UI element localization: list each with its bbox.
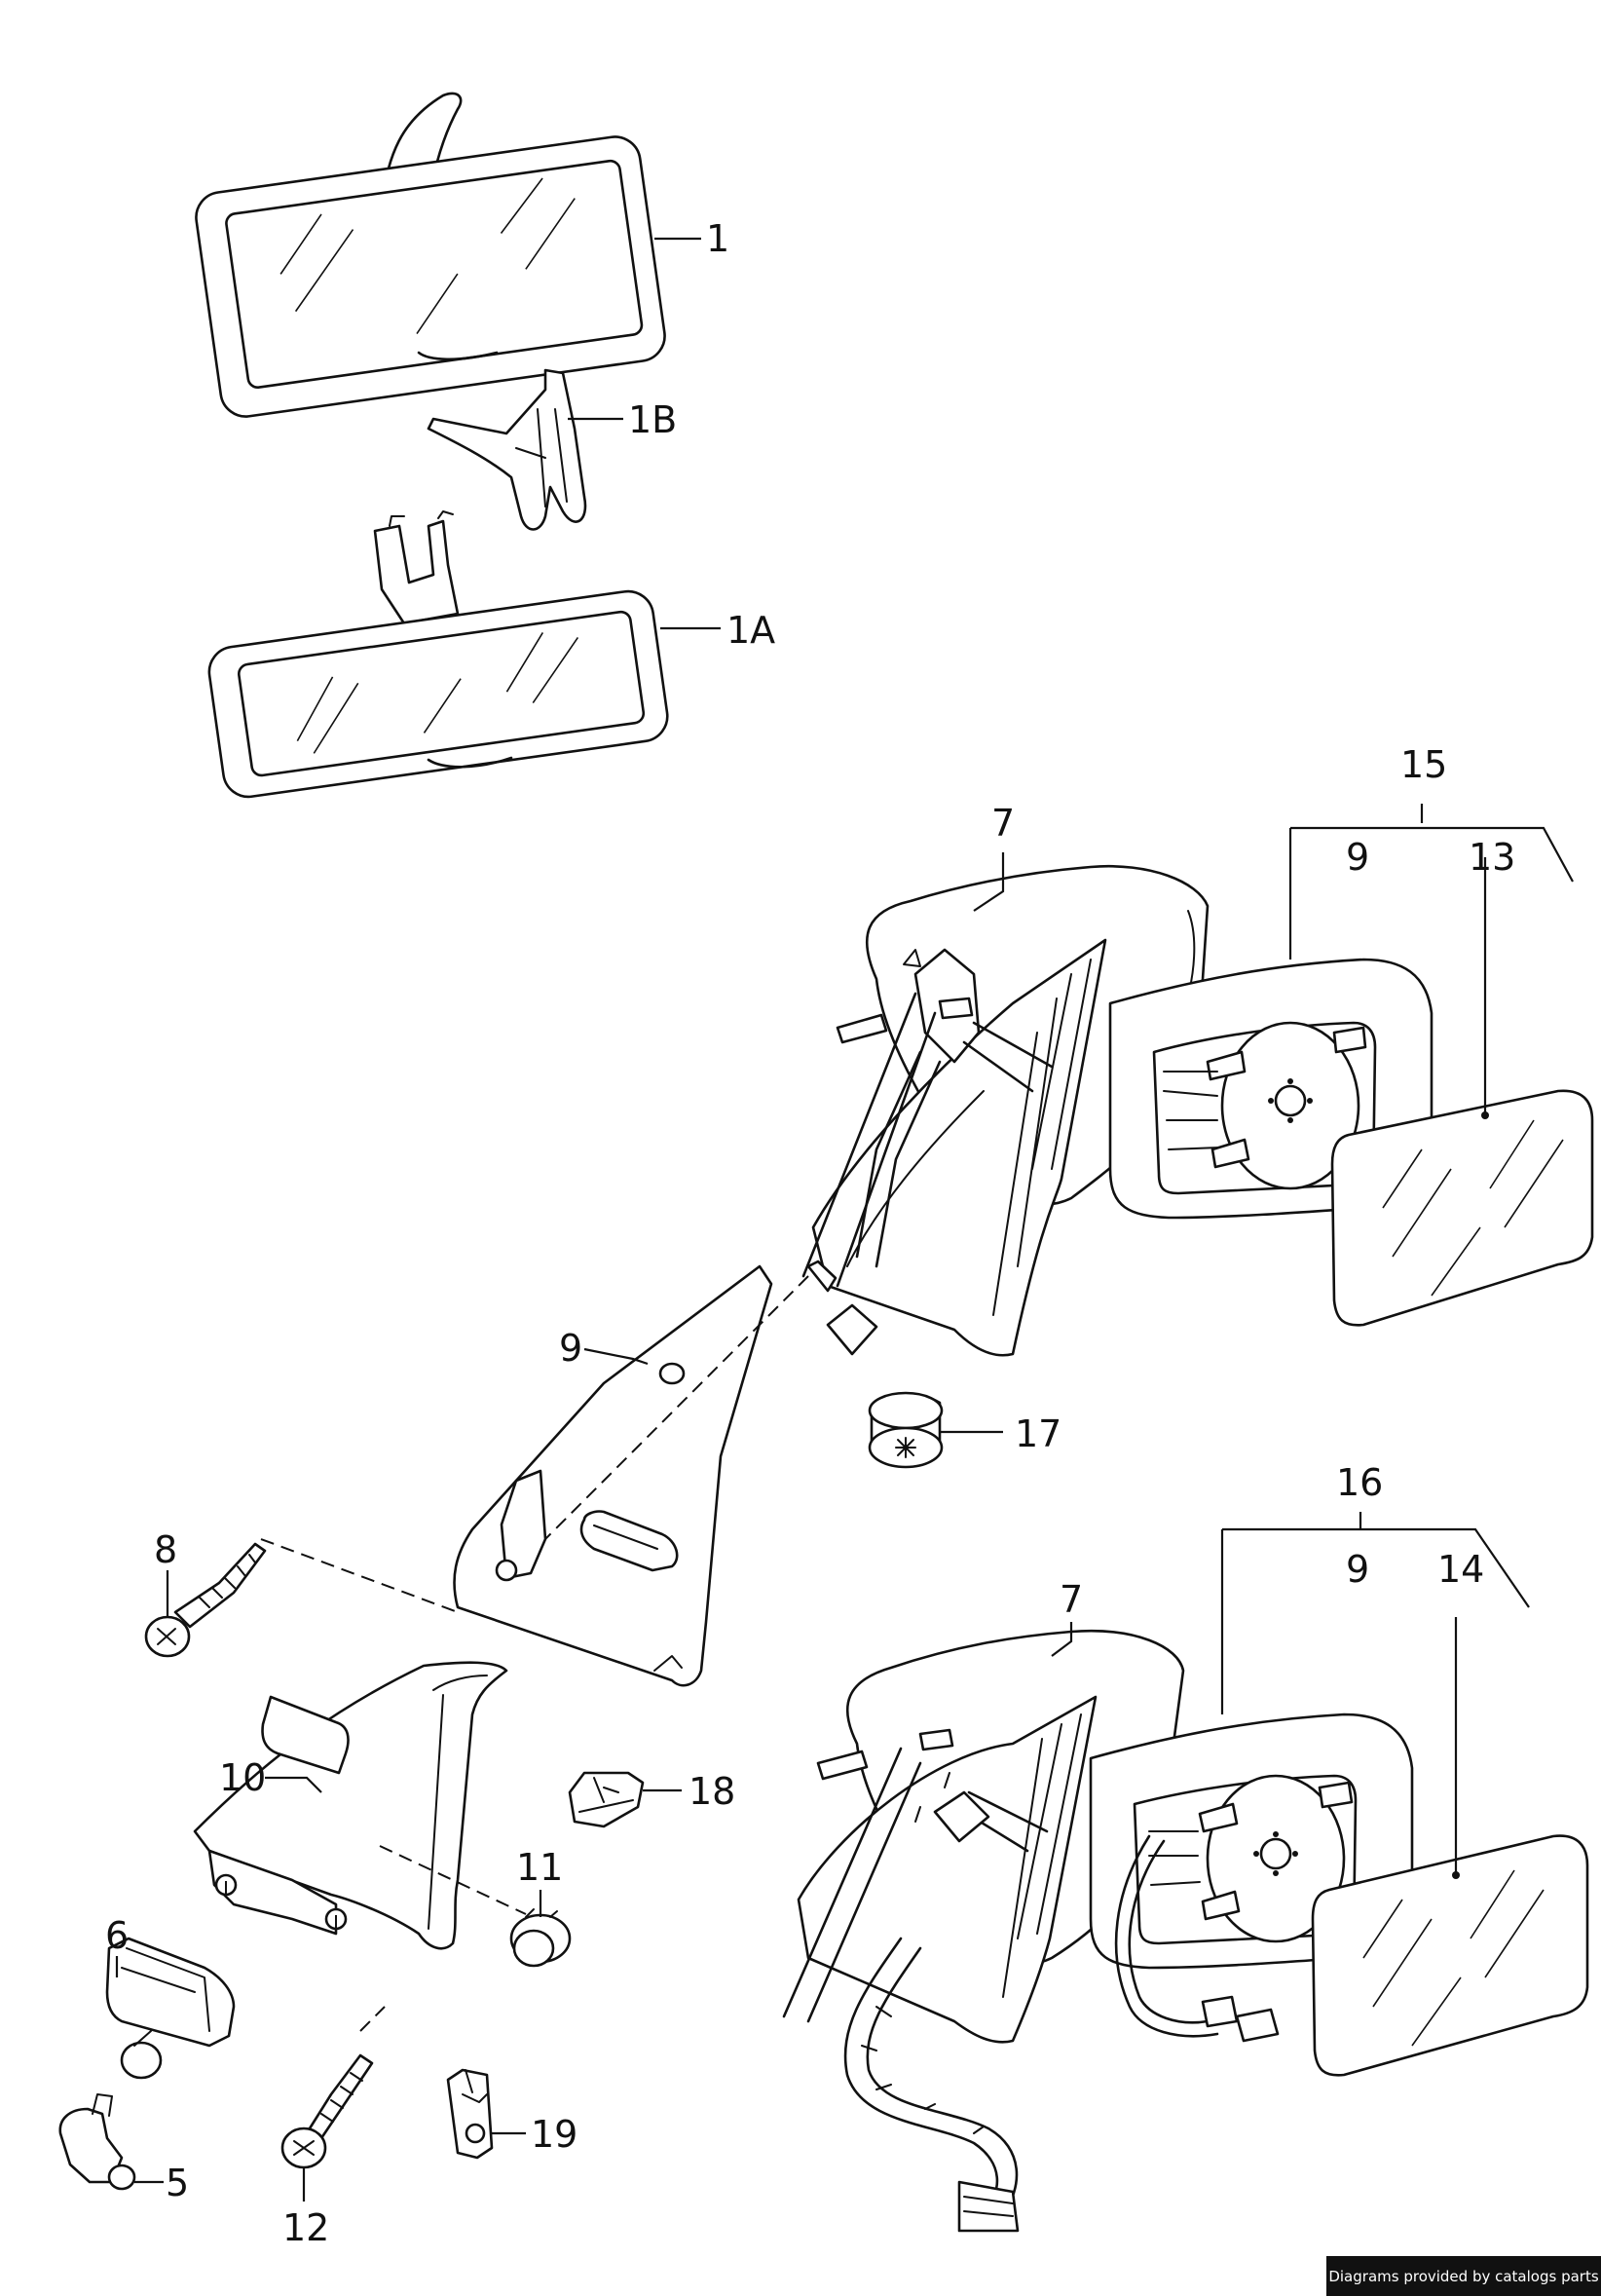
interior-mirror-1a bbox=[207, 510, 669, 799]
callout-9-upper-bracket: 9 bbox=[1346, 836, 1369, 879]
exterior-mirror-lower bbox=[782, 1629, 1589, 2233]
callout-10: 10 bbox=[219, 1756, 266, 1799]
callout-16: 16 bbox=[1336, 1461, 1383, 1504]
callout-8: 8 bbox=[154, 1528, 177, 1571]
callout-labels: 1 1B 1A 15 9 13 7 9 17 8 16 9 14 7 10 18… bbox=[105, 217, 1515, 2249]
screw-12 bbox=[280, 2006, 386, 2169]
callout-1b: 1B bbox=[628, 398, 677, 441]
callout-1: 1 bbox=[706, 217, 729, 260]
clip-18 bbox=[568, 1771, 645, 1828]
spring-nut-19 bbox=[446, 2068, 494, 2160]
interior-mirror-1 bbox=[195, 92, 666, 418]
callout-18: 18 bbox=[689, 1770, 735, 1813]
callout-9-glass-plate: 9 bbox=[559, 1327, 582, 1370]
callout-15: 15 bbox=[1400, 743, 1447, 786]
elbow-connector-5 bbox=[58, 2093, 136, 2191]
callout-12: 12 bbox=[282, 2206, 329, 2249]
callout-19: 19 bbox=[531, 2113, 577, 2156]
leader-lines bbox=[115, 237, 1574, 2202]
callout-6: 6 bbox=[105, 1914, 129, 1957]
callout-7-upper: 7 bbox=[991, 802, 1015, 845]
callout-1a: 1A bbox=[726, 609, 775, 652]
callout-5: 5 bbox=[166, 2162, 189, 2204]
footer-credit: Diagrams provided by catalogs parts bbox=[1326, 2256, 1601, 2296]
callout-9-lower-bracket: 9 bbox=[1346, 1548, 1369, 1591]
callout-14: 14 bbox=[1437, 1548, 1484, 1591]
cover-plate-9 bbox=[453, 1264, 809, 1687]
callout-13: 13 bbox=[1469, 836, 1515, 879]
callout-7-lower: 7 bbox=[1060, 1578, 1083, 1621]
screw-8 bbox=[144, 1538, 459, 1658]
exterior-mirror-upper bbox=[801, 864, 1594, 1357]
mirror-clip-1b bbox=[427, 368, 587, 531]
foam-pad-17 bbox=[868, 1391, 944, 1469]
callout-17: 17 bbox=[1015, 1412, 1061, 1455]
grommet-11 bbox=[509, 1908, 572, 1968]
trim-panel-10 bbox=[193, 1661, 527, 1950]
callout-11: 11 bbox=[516, 1846, 563, 1889]
mount-block-6 bbox=[105, 1937, 236, 2080]
